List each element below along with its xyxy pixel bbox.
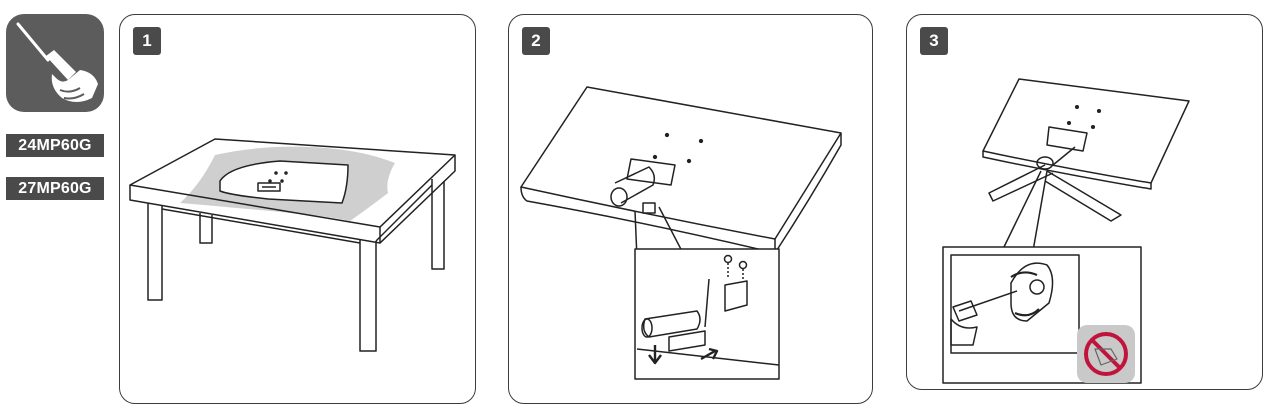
step-2-number: 2	[522, 27, 550, 55]
detach-stand-body-illustration	[520, 86, 842, 380]
remove-stand-base-screw-illustration	[942, 78, 1190, 384]
step-1-number: 1	[133, 27, 161, 55]
step-2-panel: 2	[508, 14, 873, 404]
step-1-panel: 1	[119, 14, 476, 404]
monitor-face-down-on-table-illustration	[129, 138, 456, 352]
screwdriver-hand-icon	[6, 14, 104, 112]
step-3-number: 3	[920, 27, 948, 55]
step-3-panel: 3	[906, 14, 1263, 390]
model-label-27mp60g: 27MP60G	[6, 177, 104, 200]
model-label-24mp60g: 24MP60G	[6, 134, 104, 157]
